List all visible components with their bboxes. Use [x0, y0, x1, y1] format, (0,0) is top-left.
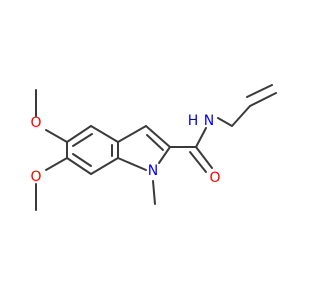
- bond-c3-c2-inner: [146, 134, 164, 151]
- atom-o-methoxy-top: O: [30, 115, 41, 131]
- molecule-canvas: O O N H O N: [30, 84, 277, 211]
- bond-ring-2: [66, 125, 92, 143]
- bond-ring-6: [66, 157, 92, 175]
- bond-c3a-c3: [117, 125, 147, 143]
- bond-ch-ch2: [249, 92, 277, 107]
- bond-o-top-ring: [45, 129, 68, 143]
- bond-carbonyl-n: [195, 127, 207, 148]
- bond-ring-2-inner: [72, 133, 93, 147]
- bond-c3-c2: [145, 125, 171, 148]
- bond-o-bottom-ring: [45, 157, 68, 171]
- atom-n-indole: N: [148, 163, 158, 179]
- atom-n-amide: N: [204, 113, 214, 129]
- bond-ch-ch2-double: [246, 84, 273, 98]
- atom-h-amide: H: [188, 113, 199, 129]
- atom-o-carbonyl: O: [209, 170, 220, 186]
- bond-n1-c7a: [117, 157, 147, 171]
- bond-c2-n1: [158, 146, 171, 164]
- bond-ring-6-inner: [72, 153, 92, 167]
- molecule-structure: O O N H O N: [30, 84, 277, 211]
- bond-carbonyl-o-double: [189, 151, 207, 173]
- bond-n1-methyl: [152, 180, 156, 205]
- atom-o-methoxy-bottom: O: [30, 169, 41, 185]
- bond-carbonyl-o: [195, 146, 213, 169]
- bond-ring-5: [90, 157, 119, 175]
- bond-ring-3: [90, 125, 119, 143]
- bond-n-ch2: [217, 117, 233, 127]
- bond-ch2-ch: [231, 105, 251, 127]
